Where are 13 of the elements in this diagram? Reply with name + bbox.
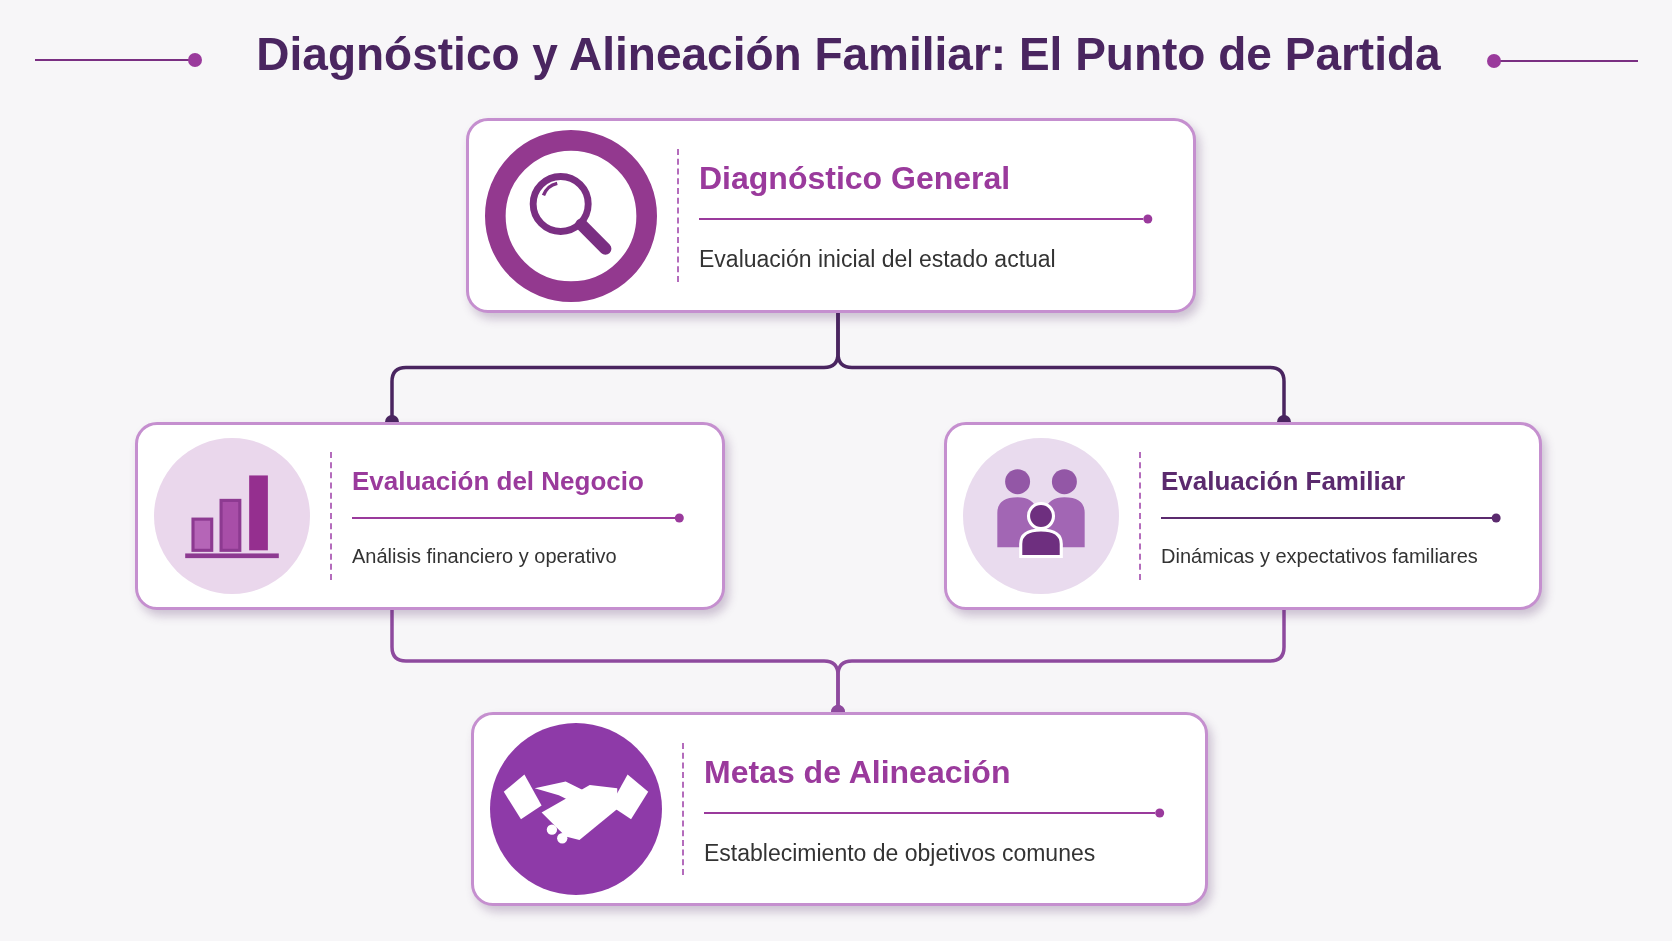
process-card <box>471 712 1208 906</box>
card-description: Evaluación inicial del estado actual <box>699 245 1057 275</box>
title: Diagnóstico y Alineación Familiar: El Punto de Partida <box>255 27 1442 82</box>
card-description: Análisis financiero y operativo <box>352 543 618 569</box>
process-card <box>466 118 1196 313</box>
card-description: Dinámicas y expectativos familiares <box>1161 543 1479 569</box>
process-card <box>135 422 725 610</box>
card-heading: Diagnóstico General <box>699 159 1012 199</box>
card-heading: Evaluación del Negocio <box>352 464 645 498</box>
card-description: Establecimiento de objetivos comunes <box>704 838 1097 868</box>
process-card <box>944 422 1542 610</box>
card-heading: Evaluación Familiar <box>1161 464 1407 498</box>
card-heading: Metas de Alineación <box>704 752 1012 792</box>
